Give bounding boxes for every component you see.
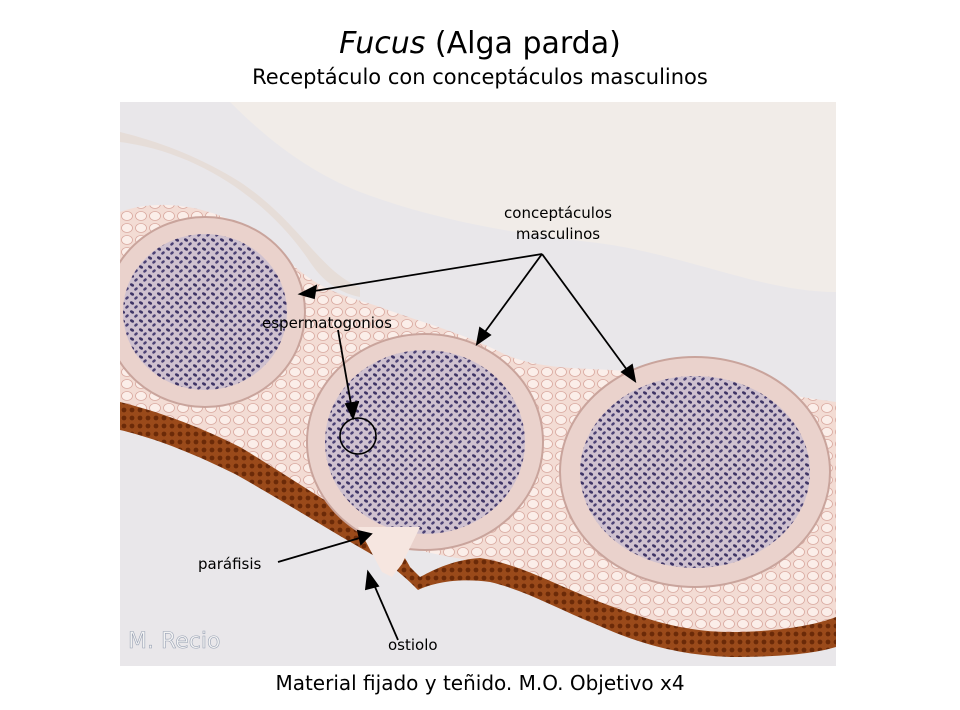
- espermatogonios-circle: [339, 417, 377, 455]
- label-parafisis: paráfisis: [198, 555, 262, 573]
- conceptacle-left-nuclei: [123, 234, 287, 390]
- title-rest: (Alga parda): [434, 26, 621, 61]
- mucilage-region: [230, 102, 836, 292]
- epidermis: [120, 402, 836, 657]
- micrograph: conceptáculos masculinos espermatogonios…: [120, 102, 836, 666]
- page-subtitle: Receptáculo con conceptáculos masculinos: [252, 65, 708, 89]
- figure-caption: Material fijado y teñido. M.O. Objetivo …: [275, 671, 685, 695]
- watermark-m-recio: M. Recio: [128, 629, 220, 654]
- mucilage-streak: [120, 132, 360, 297]
- label-espermatogonios: espermatogonios: [262, 314, 392, 332]
- label-conceptaculos-line1: conceptáculos: [504, 204, 612, 222]
- title-genus: Fucus: [339, 26, 426, 61]
- conceptacle-right-nuclei: [580, 376, 810, 568]
- conceptacle-middle-nuclei: [325, 350, 525, 534]
- label-ostiolo: ostiolo: [388, 636, 438, 654]
- label-conceptaculos-line2: masculinos: [516, 225, 600, 243]
- page-title: Fucus (Alga parda): [0, 26, 960, 62]
- annotation-arrows: [277, 253, 637, 641]
- ostiole-opening: [358, 527, 420, 577]
